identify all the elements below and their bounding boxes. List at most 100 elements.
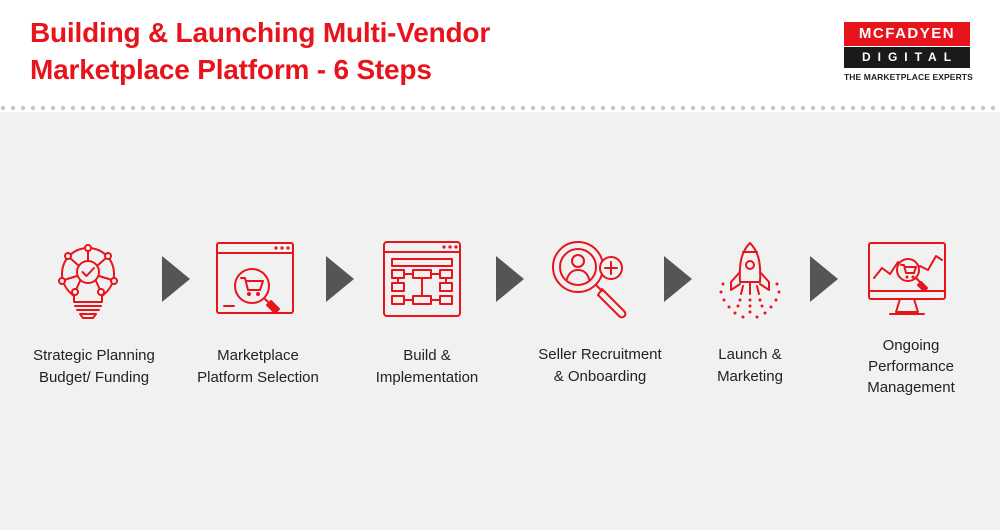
divider-dot bbox=[260, 105, 266, 111]
divider-dot bbox=[620, 105, 626, 111]
divider-dot bbox=[940, 105, 946, 111]
divider-dot bbox=[350, 105, 356, 111]
divider-dot bbox=[170, 105, 176, 111]
divider-dot bbox=[900, 105, 906, 111]
divider-dot bbox=[740, 105, 746, 111]
logo-name-bottom: DIGITAL bbox=[844, 47, 970, 68]
divider-dot bbox=[30, 105, 36, 111]
divider-dot bbox=[800, 105, 806, 111]
divider-dot bbox=[860, 105, 866, 111]
step-label-line: Implementation bbox=[375, 369, 479, 386]
divider-dot bbox=[200, 105, 206, 111]
divider-dot bbox=[80, 105, 86, 111]
divider-dot bbox=[750, 105, 756, 111]
divider-dot bbox=[950, 105, 956, 111]
divider-dot bbox=[530, 105, 536, 111]
divider-dot bbox=[440, 105, 446, 111]
sitemap-window-icon bbox=[383, 241, 461, 317]
divider-dot bbox=[570, 105, 576, 111]
step-label-line: Platform Selection bbox=[197, 369, 319, 386]
divider-dot bbox=[670, 105, 676, 111]
step-label-line: & Onboarding bbox=[553, 368, 647, 385]
divider-dot bbox=[580, 105, 586, 111]
step-label-line: Marketing bbox=[717, 368, 783, 385]
divider-dot bbox=[730, 105, 736, 111]
divider-dot bbox=[180, 105, 186, 111]
divider-dot bbox=[710, 105, 716, 111]
step-label-line: Ongoing bbox=[882, 337, 940, 354]
divider-dot bbox=[600, 105, 606, 111]
step-label-platform-selection: Marketplace Platform Selection bbox=[178, 345, 338, 389]
rocket-icon bbox=[719, 242, 781, 319]
divider-dot bbox=[780, 105, 786, 111]
divider-dot bbox=[990, 105, 996, 111]
divider-dot bbox=[920, 105, 926, 111]
divider-dot bbox=[140, 105, 146, 111]
divider-dot bbox=[560, 105, 566, 111]
divider-dot bbox=[680, 105, 686, 111]
divider-dot bbox=[10, 105, 16, 111]
divider-dot bbox=[610, 105, 616, 111]
divider-dot bbox=[190, 105, 196, 111]
divider-dot bbox=[810, 105, 816, 111]
divider-dot bbox=[330, 105, 336, 111]
dotted-divider bbox=[0, 105, 996, 111]
divider-dot bbox=[550, 105, 556, 111]
step-label-line: Management bbox=[867, 379, 955, 396]
divider-dot bbox=[40, 105, 46, 111]
divider-dot bbox=[430, 105, 436, 111]
divider-dot bbox=[640, 105, 646, 111]
step-label-seller-recruitment: Seller Recruitment & Onboarding bbox=[522, 344, 678, 388]
divider-dot bbox=[450, 105, 456, 111]
divider-dot bbox=[390, 105, 396, 111]
arrow-right-icon bbox=[496, 256, 524, 302]
divider-dot bbox=[150, 105, 156, 111]
step-label-launch: Launch & Marketing bbox=[690, 344, 810, 388]
divider-dot bbox=[970, 105, 976, 111]
divider-dot bbox=[240, 105, 246, 111]
user-search-add-icon bbox=[552, 241, 627, 319]
divider-dot bbox=[770, 105, 776, 111]
divider-dot bbox=[760, 105, 766, 111]
divider-dot bbox=[870, 105, 876, 111]
step-label-build: Build & Implementation bbox=[352, 345, 502, 389]
monitor-chart-icon bbox=[868, 242, 946, 315]
step-label-strategic-planning: Strategic Planning Budget/ Funding bbox=[14, 345, 174, 389]
step-label-line: Budget/ Funding bbox=[38, 369, 150, 386]
divider-dot bbox=[130, 105, 136, 111]
divider-dot bbox=[790, 105, 796, 111]
divider-dot bbox=[400, 105, 406, 111]
step-label-line: Launch & bbox=[718, 346, 782, 363]
divider-dot bbox=[380, 105, 386, 111]
divider-dot bbox=[120, 105, 126, 111]
steps-panel bbox=[0, 112, 1000, 530]
logo-name-top: MCFADYEN bbox=[844, 22, 970, 46]
logo-tagline: THE MARKETPLACE EXPERTS bbox=[844, 72, 973, 82]
step-label-line: Strategic Planning bbox=[33, 347, 155, 364]
step-label-line: Build & bbox=[403, 347, 451, 364]
company-logo: MCFADYEN DIGITAL THE MARKETPLACE EXPERTS bbox=[844, 22, 973, 82]
divider-dot bbox=[820, 105, 826, 111]
divider-dot bbox=[50, 105, 56, 111]
divider-dot bbox=[70, 105, 76, 111]
divider-dot bbox=[980, 105, 986, 111]
title-line-2: Marketplace Platform - 6 Steps bbox=[30, 54, 432, 85]
divider-dot bbox=[100, 105, 106, 111]
divider-dot bbox=[290, 105, 296, 111]
arrow-right-icon bbox=[664, 256, 692, 302]
step-label-line: Marketplace bbox=[217, 347, 299, 364]
divider-dot bbox=[650, 105, 656, 111]
divider-dot bbox=[930, 105, 936, 111]
divider-dot bbox=[20, 105, 26, 111]
divider-dot bbox=[960, 105, 966, 111]
divider-dot bbox=[700, 105, 706, 111]
divider-dot bbox=[470, 105, 476, 111]
divider-dot bbox=[90, 105, 96, 111]
divider-dot bbox=[310, 105, 316, 111]
divider-dot bbox=[300, 105, 306, 111]
divider-dot bbox=[410, 105, 416, 111]
divider-dot bbox=[340, 105, 346, 111]
divider-dot bbox=[630, 105, 636, 111]
browser-cart-search-icon bbox=[216, 242, 294, 314]
lightbulb-icon bbox=[58, 244, 118, 319]
